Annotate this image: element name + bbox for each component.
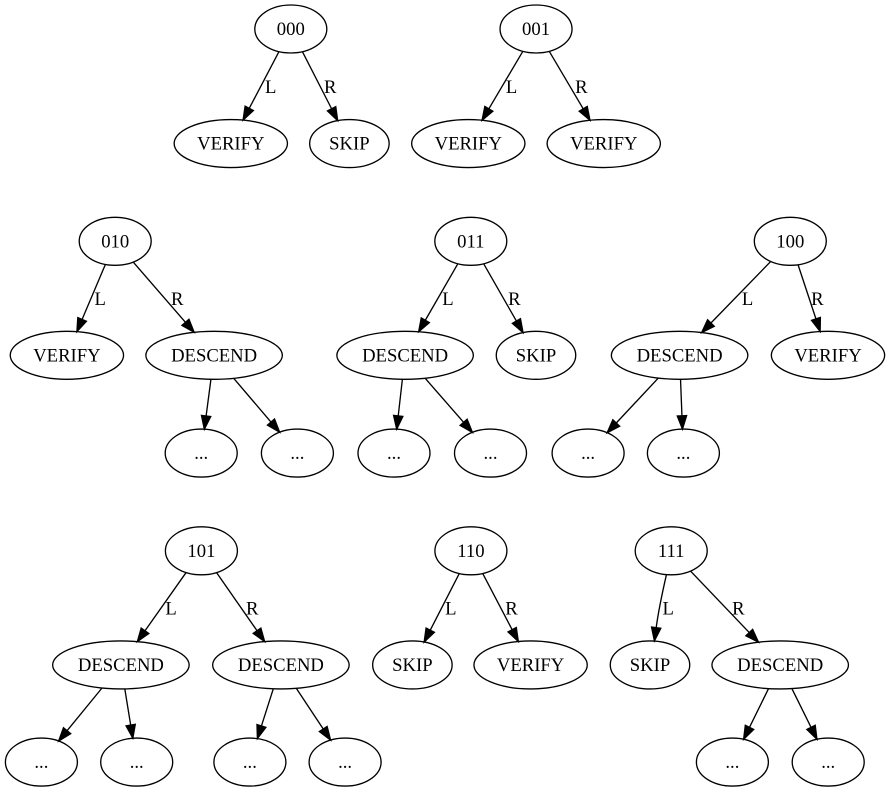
svg-text:L: L [94,289,105,310]
svg-text:...: ... [725,752,739,773]
svg-text:011: 011 [457,231,484,252]
svg-text:R: R [508,289,521,310]
svg-text:L: L [506,77,517,98]
svg-text:VERIFY: VERIFY [570,134,637,155]
svg-text:...: ... [676,443,690,464]
svg-text:L: L [265,77,276,98]
svg-text:VERIFY: VERIFY [435,134,502,155]
svg-text:R: R [246,598,259,619]
svg-text:...: ... [34,752,48,773]
svg-text:...: ... [130,752,144,773]
svg-text:DESCEND: DESCEND [637,345,723,366]
svg-text:DESCEND: DESCEND [737,655,823,676]
svg-text:VERIFY: VERIFY [497,655,564,676]
svg-text:010: 010 [101,231,129,252]
svg-text:R: R [811,289,824,310]
svg-text:L: L [442,289,453,310]
svg-text:DESCEND: DESCEND [362,345,448,366]
svg-text:R: R [575,77,588,98]
svg-text:L: L [445,598,456,619]
svg-text:...: ... [821,752,835,773]
svg-text:...: ... [387,443,401,464]
svg-text:SKIP: SKIP [516,345,556,366]
svg-text:...: ... [484,443,498,464]
svg-text:R: R [732,598,745,619]
svg-text:VERIFY: VERIFY [33,345,100,366]
svg-text:DESCEND: DESCEND [78,655,164,676]
svg-text:R: R [505,598,518,619]
svg-text:DESCEND: DESCEND [238,655,324,676]
svg-text:...: ... [581,443,595,464]
svg-text:R: R [171,289,184,310]
svg-text:110: 110 [457,541,484,562]
svg-text:100: 100 [776,231,804,252]
svg-text:101: 101 [187,541,215,562]
svg-text:DESCEND: DESCEND [171,345,257,366]
svg-text:SKIP: SKIP [392,655,432,676]
svg-text:000: 000 [277,19,305,40]
svg-text:SKIP: SKIP [329,134,369,155]
svg-text:...: ... [243,752,257,773]
svg-text:R: R [324,77,337,98]
svg-text:SKIP: SKIP [630,655,670,676]
svg-text:VERIFY: VERIFY [197,134,264,155]
svg-text:L: L [742,289,753,310]
svg-text:L: L [165,598,176,619]
svg-text:...: ... [338,752,352,773]
svg-text:001: 001 [522,19,550,40]
svg-text:VERIFY: VERIFY [794,345,861,366]
svg-text:L: L [662,598,673,619]
svg-text:...: ... [194,443,208,464]
svg-text:111: 111 [658,541,685,562]
svg-text:...: ... [290,443,304,464]
